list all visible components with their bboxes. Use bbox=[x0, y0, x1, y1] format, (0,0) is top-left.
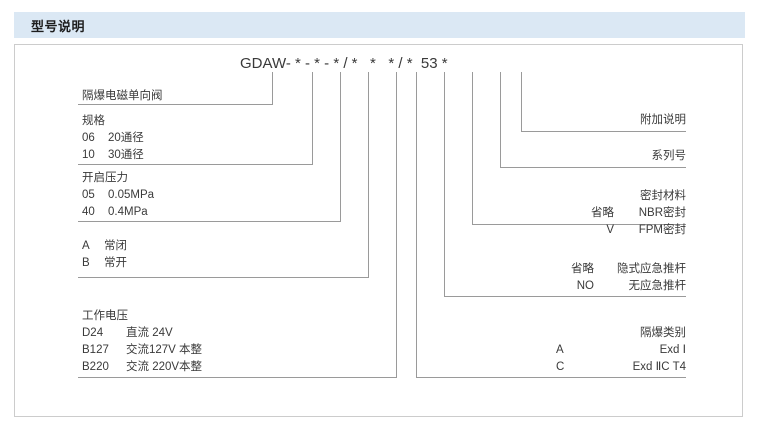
working-voltage-row: B127 交流127V 本整 bbox=[82, 342, 202, 359]
cracking-pressure-desc-1: 0.4MPa bbox=[108, 206, 148, 218]
label-working-voltage: 工作电压 D24 直流 24V B127 交流127V 本整 B220 交流 220V… bbox=[82, 308, 202, 376]
label-specification: 规格 06 20通径 10 30通径 bbox=[82, 113, 144, 164]
specification-code-1: 10 bbox=[82, 149, 95, 161]
leader-vertical-1 bbox=[272, 72, 273, 105]
label-valve-function: A 常闭 B 常开 bbox=[82, 238, 127, 272]
leader-underline-4 bbox=[78, 277, 369, 278]
specification-desc-0: 20通径 bbox=[108, 132, 144, 144]
leader-underline-9 bbox=[444, 296, 686, 297]
specification-row: 10 30通径 bbox=[82, 147, 144, 164]
explosion-proof-row: A Exd Ⅰ bbox=[536, 342, 686, 359]
leader-vertical-10 bbox=[416, 72, 417, 378]
working-voltage-row: B220 交流 220V本整 bbox=[82, 359, 202, 376]
leader-underline-8 bbox=[472, 224, 686, 225]
label-sealing-material: 密封材料 省略 NBR密封 V FPM密封 bbox=[536, 188, 686, 239]
working-voltage-title: 工作电压 bbox=[82, 310, 128, 322]
leader-underline-5 bbox=[78, 377, 397, 378]
label-cracking-pressure: 开启压力 05 0.05MPa 40 0.4MPa bbox=[82, 170, 154, 221]
content-frame bbox=[14, 44, 743, 417]
specification-code-0: 06 bbox=[82, 132, 95, 144]
label-explosion-proof-category: 隔爆类别 A Exd Ⅰ C Exd ⅡC T4 bbox=[536, 325, 686, 376]
emergency-push-rod-code-1: NO bbox=[576, 280, 594, 292]
page-title: 型号说明 bbox=[31, 19, 86, 34]
leader-underline-7 bbox=[500, 167, 686, 168]
working-voltage-desc-2: 交流 220V本整 bbox=[126, 361, 203, 373]
valve-function-row: A 常闭 bbox=[82, 238, 127, 255]
working-voltage-desc-1: 交流127V 本整 bbox=[126, 344, 203, 356]
leader-vertical-4 bbox=[368, 72, 369, 278]
label-series-number: 系列号 bbox=[566, 148, 687, 165]
specification-row: 06 20通径 bbox=[82, 130, 144, 147]
cracking-pressure-code-0: 05 bbox=[82, 189, 95, 201]
emergency-push-rod-code-0: 省略 bbox=[571, 263, 594, 275]
label-product-name: 隔爆电磁单向阀 bbox=[82, 88, 163, 105]
sealing-material-desc-1: FPM密封 bbox=[638, 224, 686, 236]
leader-vertical-7 bbox=[500, 72, 501, 168]
sealing-material-row: V FPM密封 bbox=[536, 222, 686, 239]
emergency-push-rod-desc-0: 隐式应急推杆 bbox=[617, 263, 686, 275]
cracking-pressure-row: 40 0.4MPa bbox=[82, 204, 154, 221]
sealing-material-row: 省略 NBR密封 bbox=[536, 205, 686, 222]
valve-function-desc-0: 常闭 bbox=[104, 240, 127, 252]
product-name-title: 隔爆电磁单向阀 bbox=[82, 90, 163, 102]
valve-function-code-0: A bbox=[82, 240, 90, 252]
cracking-pressure-code-1: 40 bbox=[82, 206, 95, 218]
emergency-push-rod-desc-1: 无应急推杆 bbox=[628, 280, 687, 292]
explosion-proof-desc-1: Exd ⅡC T4 bbox=[632, 361, 686, 373]
leader-vertical-8 bbox=[472, 72, 473, 225]
leader-underline-2 bbox=[78, 164, 313, 165]
leader-vertical-5 bbox=[396, 72, 397, 378]
explosion-proof-code-1: C bbox=[556, 361, 565, 373]
leader-vertical-9 bbox=[444, 72, 445, 297]
specification-desc-1: 30通径 bbox=[108, 149, 144, 161]
leader-underline-3 bbox=[78, 221, 341, 222]
working-voltage-code-1: B127 bbox=[82, 344, 109, 356]
leader-vertical-6 bbox=[521, 72, 522, 132]
leader-underline-6 bbox=[521, 131, 686, 132]
specification-title: 规格 bbox=[82, 115, 105, 127]
explosion-proof-desc-0: Exd Ⅰ bbox=[659, 344, 686, 356]
working-voltage-row: D24 直流 24V bbox=[82, 325, 202, 342]
explosion-proof-code-0: A bbox=[556, 344, 564, 356]
valve-function-row: B 常开 bbox=[82, 255, 127, 272]
sealing-material-desc-0: NBR密封 bbox=[638, 207, 686, 219]
emergency-push-rod-row: NO 无应急推杆 bbox=[516, 278, 686, 295]
leader-vertical-3 bbox=[340, 72, 341, 222]
model-code-string: GDAW- * - * - * / * * * / * 53 * bbox=[240, 55, 448, 72]
leader-vertical-2 bbox=[312, 72, 313, 165]
section-header: 型号说明 bbox=[14, 12, 745, 38]
label-emergency-push-rod: 省略 隐式应急推杆 NO 无应急推杆 bbox=[516, 261, 686, 295]
cracking-pressure-row: 05 0.05MPa bbox=[82, 187, 154, 204]
series-number-title: 系列号 bbox=[651, 150, 687, 162]
valve-function-code-1: B bbox=[82, 257, 90, 269]
sealing-material-title: 密封材料 bbox=[640, 190, 686, 202]
valve-function-desc-1: 常开 bbox=[104, 257, 127, 269]
sealing-material-code-0: 省略 bbox=[591, 207, 614, 219]
sealing-material-code-1: V bbox=[606, 224, 614, 236]
label-additional-notes: 附加说明 bbox=[566, 112, 686, 129]
working-voltage-code-0: D24 bbox=[82, 327, 104, 339]
working-voltage-code-2: B220 bbox=[82, 361, 109, 373]
cracking-pressure-desc-0: 0.05MPa bbox=[108, 189, 155, 201]
explosion-proof-row: C Exd ⅡC T4 bbox=[536, 359, 686, 376]
cracking-pressure-title: 开启压力 bbox=[82, 172, 128, 184]
additional-notes-title: 附加说明 bbox=[640, 114, 686, 126]
working-voltage-desc-0: 直流 24V bbox=[126, 327, 173, 339]
leader-underline-1 bbox=[78, 104, 273, 105]
explosion-proof-title: 隔爆类别 bbox=[640, 327, 686, 339]
emergency-push-rod-row: 省略 隐式应急推杆 bbox=[516, 261, 686, 278]
leader-underline-10 bbox=[416, 377, 686, 378]
